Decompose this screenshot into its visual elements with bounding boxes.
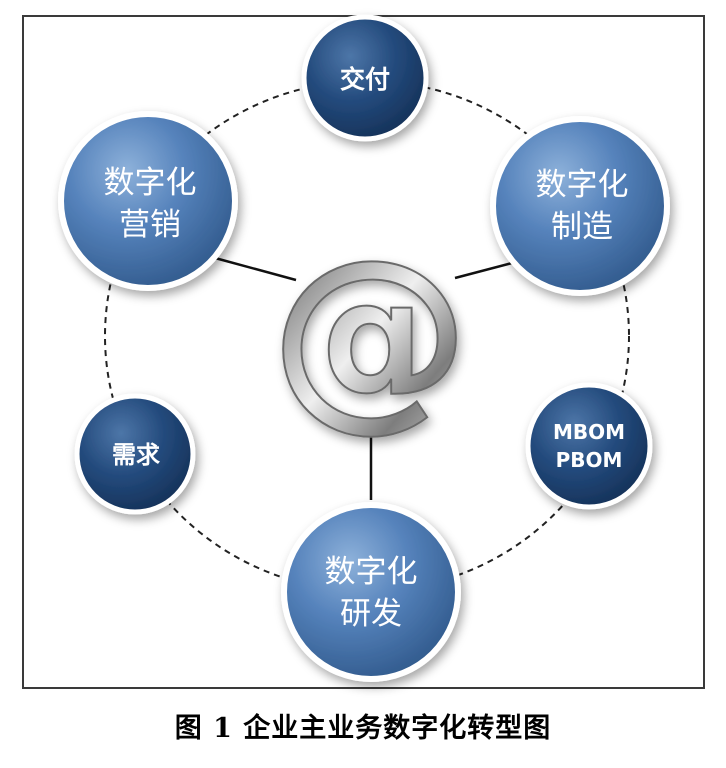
dashed-orbit	[104, 80, 630, 592]
svg-text:@: @	[270, 217, 470, 450]
node-manufacturing-line1: 数字化	[536, 167, 629, 203]
node-manufacturing-line2: 制造	[551, 209, 613, 245]
node-bom: MBOM PBOM	[525, 382, 653, 510]
connector-marketing	[214, 256, 297, 282]
node-rnd-line2: 研发	[340, 596, 402, 632]
node-bom-line2: PBOM	[556, 448, 623, 472]
node-delivery-label: 交付	[340, 65, 390, 94]
node-marketing: 数字化 营销	[58, 111, 238, 291]
node-demand: 需求	[74, 393, 196, 515]
node-marketing-line2: 营销	[119, 207, 181, 243]
figure-caption: 图 1 企业主业务数字化转型图	[174, 713, 552, 744]
transformation-diagram: @ 交付 数字化 营销 数字化 制造 需求 MBOM PBOM 数字化 研发	[58, 14, 670, 682]
node-rnd-line1: 数字化	[325, 554, 418, 590]
node-bom-line1: MBOM	[553, 420, 625, 444]
node-demand-label: 需求	[112, 441, 160, 469]
node-rnd: 数字化 研发	[281, 502, 461, 682]
connector-manufacturing	[454, 260, 517, 280]
at-symbol-icon: @	[269, 216, 471, 451]
node-manufacturing: 数字化 制造	[490, 116, 670, 296]
node-marketing-line1: 数字化	[104, 165, 197, 201]
node-delivery: 交付	[301, 14, 429, 142]
